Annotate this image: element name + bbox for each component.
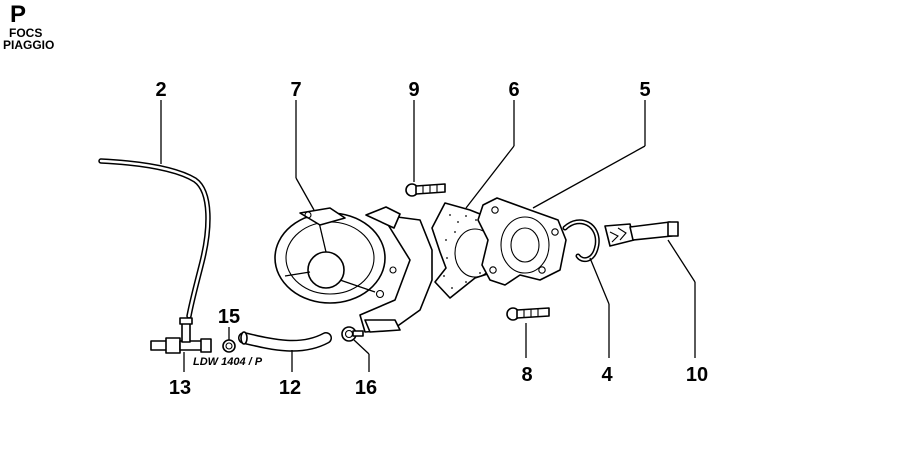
part-10-shaft xyxy=(604,221,679,247)
part-4-circlip xyxy=(562,219,600,263)
callout-16: 16 xyxy=(355,377,377,399)
callout-4: 4 xyxy=(601,364,613,386)
header-line-focs: FOCS xyxy=(9,26,43,40)
part-7-housing xyxy=(274,206,433,333)
header-line-piaggio: PIAGGIO xyxy=(3,38,55,52)
part-15-clamp xyxy=(222,339,236,353)
callout-15: 15 xyxy=(218,306,240,328)
part-16-clamp xyxy=(341,326,364,342)
leader-lines xyxy=(160,100,696,372)
part-2-pipe xyxy=(98,158,211,319)
reference-code-box: LDW 1404 / P xyxy=(188,354,274,368)
callout-8: 8 xyxy=(521,364,532,386)
callout-9: 9 xyxy=(408,79,419,101)
part-5-flange-plate xyxy=(477,197,567,286)
part-13-t-fitting xyxy=(150,317,212,354)
reference-code: LDW 1404 / P xyxy=(193,356,263,368)
callout-5: 5 xyxy=(639,79,650,101)
part-8-bolt xyxy=(506,307,550,321)
callout-6: 6 xyxy=(508,79,519,101)
callout-7: 7 xyxy=(290,79,301,101)
part-9-bolt xyxy=(405,183,446,197)
callout-12: 12 xyxy=(279,377,301,399)
callout-2: 2 xyxy=(155,79,166,101)
callout-13: 13 xyxy=(169,377,191,399)
callout-10: 10 xyxy=(686,364,708,386)
part-12-hose xyxy=(238,331,332,352)
section-letter: P xyxy=(10,1,27,28)
